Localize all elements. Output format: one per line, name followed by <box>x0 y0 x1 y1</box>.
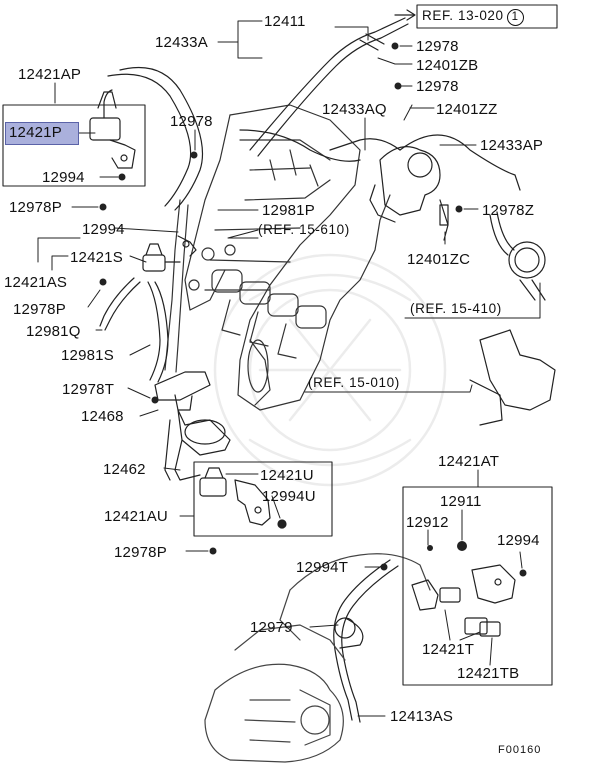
label-12978T[interactable]: 12978T <box>62 381 115 398</box>
bracket-12421AT-art <box>469 329 556 426</box>
solenoid-12468-art <box>154 371 231 481</box>
inset-12421AU-box <box>193 461 333 537</box>
label-12421AP[interactable]: 12421AP <box>18 66 82 83</box>
label-12433A[interactable]: 12433A <box>155 34 208 51</box>
watermark-emblem <box>213 253 447 487</box>
label-12981S[interactable]: 12981S <box>61 347 114 364</box>
label-12978Z[interactable]: 12978Z <box>482 202 535 219</box>
label-12411[interactable]: 12411 <box>264 13 306 30</box>
label-12433AQ[interactable]: 12433AQ <box>322 101 387 118</box>
solenoid-12421S-art <box>142 235 197 272</box>
label-12994-c[interactable]: 12994 <box>497 532 540 549</box>
label-12433AP[interactable]: 12433AP <box>480 137 544 154</box>
label-12978P-a[interactable]: 12978P <box>9 199 62 216</box>
inset-12421P-box <box>2 104 146 187</box>
ref-13-020-circle: 1 <box>506 9 524 26</box>
label-12421T[interactable]: 12421T <box>422 641 475 658</box>
label-12401ZB[interactable]: 12401ZB <box>416 57 479 74</box>
label-12979[interactable]: 12979 <box>250 619 293 636</box>
label-12981Q[interactable]: 12981Q <box>26 323 81 340</box>
hose-12981Q <box>99 277 169 383</box>
label-12468[interactable]: 12468 <box>81 408 124 425</box>
label-12421TB[interactable]: 12421TB <box>457 665 520 682</box>
label-12994T[interactable]: 12994T <box>296 559 349 576</box>
label-12421S[interactable]: 12421S <box>70 249 123 266</box>
label-12421U[interactable]: 12421U <box>260 467 314 484</box>
label-12994-a[interactable]: 12994 <box>42 169 85 186</box>
label-12401ZC[interactable]: 12401ZC <box>407 251 471 268</box>
label-12912[interactable]: 12912 <box>406 514 449 531</box>
label-12413AS[interactable]: 12413AS <box>390 708 454 725</box>
label-12994-b[interactable]: 12994 <box>82 221 125 238</box>
label-12401ZZ[interactable]: 12401ZZ <box>436 101 498 118</box>
label-12978-c[interactable]: 12978 <box>170 113 213 130</box>
label-12421AU[interactable]: 12421AU <box>104 508 168 525</box>
label-12978P-c[interactable]: 12978P <box>114 544 167 561</box>
label-12978-a[interactable]: 12978 <box>416 38 459 55</box>
label-12462[interactable]: 12462 <box>103 461 146 478</box>
label-12981P[interactable]: 12981P <box>262 202 315 219</box>
label-12421P[interactable]: 12421P <box>9 124 62 141</box>
engine-block-bottom <box>204 553 431 763</box>
ref-15-410[interactable]: (REF. 15-410) <box>410 301 502 316</box>
ref-13-020-box <box>416 4 558 29</box>
label-12911[interactable]: 12911 <box>440 493 482 510</box>
ref-13-020-text: REF. 13-020 <box>422 8 504 23</box>
solenoid-12421U-art <box>199 467 287 529</box>
bottom-hoses <box>333 559 399 723</box>
diagram-code: F00160 <box>498 744 542 756</box>
label-12978P-b[interactable]: 12978P <box>13 301 66 318</box>
top-vacuum-hoses <box>107 17 521 211</box>
label-12994U[interactable]: 12994U <box>262 488 316 505</box>
label-12978-b[interactable]: 12978 <box>416 78 459 95</box>
solenoid-cluster-right <box>369 146 546 301</box>
ref-13-020-arrow <box>394 9 416 21</box>
solenoid-12421P-art <box>89 89 136 169</box>
bolt-icons <box>99 42 527 577</box>
label-12421AS[interactable]: 12421AS <box>4 274 68 291</box>
leader-lines <box>37 20 541 717</box>
ref-15-010[interactable]: (REF. 15-010) <box>308 375 400 390</box>
intake-manifold <box>164 104 391 411</box>
ref-15-610[interactable]: (REF. 15-610) <box>258 222 350 237</box>
label-12421AT[interactable]: 12421AT <box>438 453 500 470</box>
highlight-12421P <box>5 122 79 145</box>
